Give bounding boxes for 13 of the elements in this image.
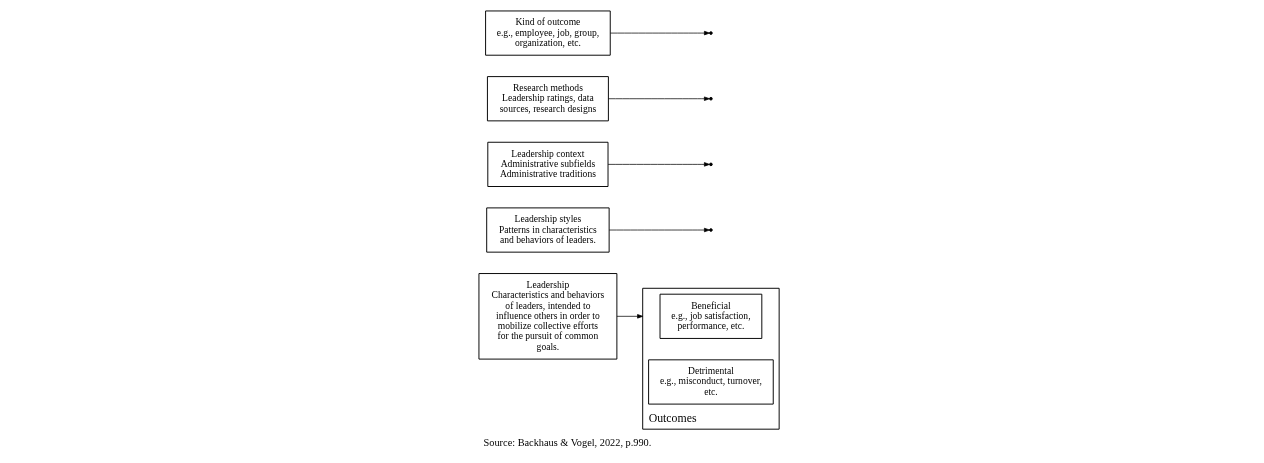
node-box: Detrimental e.g., misconduct, turnover, etc.	[648, 359, 774, 405]
arrow	[616, 314, 644, 319]
node-box: Beneficial e.g., job satisfaction, performance, etc.	[659, 293, 763, 339]
arrow	[610, 30, 710, 36]
node-box: Leadership styles Patterns in characteristics and behaviors of leaders.	[486, 207, 610, 253]
node-box: Kind of outcome e.g., employee, job, group, organization, etc.	[485, 10, 611, 56]
arrow	[607, 162, 710, 167]
node-box: Leadership context Administrative subfields Administrative traditions	[487, 141, 609, 187]
node-box: Research methods Leadership ratings, data sources, research designs	[486, 76, 609, 122]
caption: Source: Backhaus & Vogel, 2022, p.990.	[483, 437, 652, 449]
node-box: Leadership Characteristics and behaviors of leaders, intended to influence others in order to mobilize collective efforts for the pursuit of common goals.	[478, 273, 618, 360]
arrow	[608, 227, 710, 233]
arrow	[608, 96, 710, 101]
